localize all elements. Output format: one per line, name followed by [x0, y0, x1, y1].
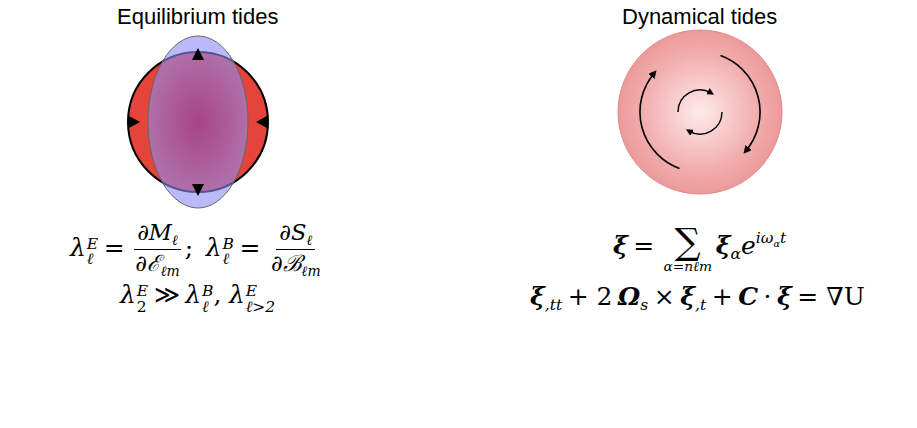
fraction: ∂Mℓ∂ℰℓm [132, 220, 183, 279]
equation-symbol: ξ [716, 231, 731, 260]
equation-symbol: α=nℓm [664, 260, 712, 274]
arrowhead [192, 48, 204, 60]
equation-symbol: ∂ℬ [271, 250, 302, 276]
equation-symbol: + 2 [568, 282, 613, 311]
equation-symbol: e [741, 231, 756, 260]
equation-symbol: ξ [777, 282, 792, 311]
script-pair: E2 [137, 284, 148, 315]
bulge-shade [148, 52, 248, 192]
subscript: ,t [695, 296, 706, 314]
equation-symbol: ≫ [154, 280, 180, 309]
equation-symbol: ∂M [137, 219, 172, 245]
flow-arrow [678, 90, 711, 112]
script-pair: Eℓ [87, 237, 98, 268]
equation-symbol: ℓ [202, 300, 213, 316]
equation-symbol: · [764, 282, 772, 311]
equation-symbol: ℓ [172, 232, 178, 248]
script-pair: Bℓ [223, 237, 234, 268]
equation-symbol: E [87, 237, 98, 253]
equation-symbol: Ω [618, 282, 640, 311]
equation-symbol: ,t [695, 296, 706, 314]
denominator: ∂ℰℓm [132, 250, 183, 279]
numerator: ∂Sℓ [276, 220, 315, 250]
subscript: s [640, 296, 648, 314]
sum-operator: ∑α=nℓm [664, 224, 712, 274]
equation-symbol: ∂ℰ [135, 250, 161, 276]
equation-symbol: λ [120, 280, 136, 309]
script-pair: Eℓ>2 [246, 284, 275, 315]
equation-symbol: ξ [613, 231, 628, 260]
numerator: ∂Mℓ [134, 220, 181, 250]
equation-symbol: λ [70, 233, 86, 262]
equation-symbol: ℓ [87, 252, 98, 268]
flow-arrow [689, 112, 722, 134]
star-circle [128, 52, 268, 192]
star-circle [618, 30, 782, 194]
equation-symbol: ℓ [306, 232, 312, 248]
tidal-bulge [148, 36, 248, 208]
equation-symbol: B [202, 284, 213, 300]
subscript: α [731, 245, 741, 263]
equation-symbol: × [654, 282, 675, 311]
equation-symbol: E [137, 284, 148, 300]
subscript: ℓm [161, 263, 180, 279]
equation-symbol: = [240, 233, 261, 262]
equation-line: λEℓ=∂Mℓ∂ℰℓm;λBℓ=∂Sℓ∂ℬℓm [70, 220, 326, 279]
panel-heading: Equilibrium tides [117, 4, 278, 29]
equation-symbol: ℓm [161, 263, 180, 279]
arrowhead [192, 184, 204, 196]
equation-symbol: ∑ [675, 224, 701, 260]
heading-line: Dynamical tides [622, 4, 777, 30]
denominator: ∂ℬℓm [268, 250, 324, 279]
subscript: ℓm [302, 263, 321, 279]
arrowhead [129, 116, 140, 128]
equation-symbol: s [640, 296, 648, 314]
flow-arrow [721, 56, 761, 151]
equation-symbol: B [223, 237, 234, 253]
fraction: ∂Sℓ∂ℬℓm [268, 220, 324, 279]
equation-symbol: ℓm [302, 263, 321, 279]
equation-symbol: 2 [137, 300, 148, 316]
equation-line: λE2≫λBℓ,λEℓ>2 [120, 280, 275, 315]
equation-symbol: ∂S [279, 219, 306, 245]
subscript: ,tt [545, 296, 562, 314]
equation-symbol: ,tt [545, 296, 562, 314]
equation-symbol: λ [229, 280, 245, 309]
heading-line: Equilibrium tides [117, 4, 278, 30]
equation-symbol: = ∇U [797, 282, 864, 311]
equation-line: ξ=∑α=nℓmξαeiωαt [613, 224, 786, 274]
script-pair: Bℓ [202, 284, 213, 315]
arrowhead [256, 116, 267, 128]
equation-symbol: E [246, 284, 275, 300]
equation-symbol: = [633, 231, 654, 260]
equation-symbol: α [731, 245, 741, 263]
flow-arrow [640, 73, 680, 168]
equilibrium-figure [128, 36, 268, 208]
subscript: ℓ [306, 232, 312, 248]
subscript: α [773, 238, 779, 249]
equation-symbol: ξ [680, 282, 695, 311]
equation-symbol: = [104, 233, 125, 262]
dynamical-figure [618, 30, 782, 194]
equation-symbol: , [213, 280, 221, 309]
equation-symbol: α [773, 238, 779, 249]
equation-symbol: iω [756, 229, 774, 247]
equation-symbol: ℓ [223, 252, 234, 268]
equation-symbol: C [738, 282, 758, 311]
equation-line: ξ,tt+ 2Ωs×ξ,t+C·ξ= ∇U [530, 282, 870, 314]
equation-symbol: t [780, 229, 786, 247]
equation-symbol: ; [185, 233, 193, 262]
subscript: ℓ [172, 232, 178, 248]
equation-symbol: λ [185, 280, 201, 309]
panel-heading: Dynamical tides [622, 4, 777, 29]
equation-symbol: ℓ>2 [246, 300, 275, 316]
equation-symbol: λ [206, 233, 222, 262]
equation-symbol: + [712, 282, 733, 311]
superscript: iωαt [756, 229, 786, 247]
equation-symbol: ξ [530, 282, 545, 311]
